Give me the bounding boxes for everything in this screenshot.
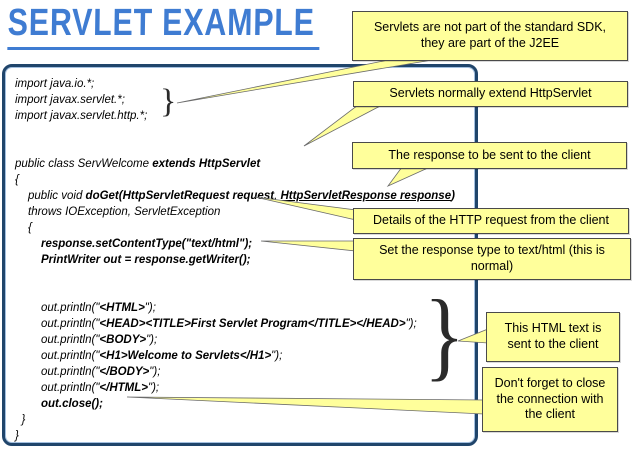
code-line: out.println("<HEAD><TITLE>First Servlet … — [15, 316, 471, 332]
callout-extend-httpservlet: Servlets normally extend HttpServlet — [353, 81, 628, 107]
code-line — [15, 124, 471, 140]
code-segment: </BODY> — [99, 366, 150, 378]
code-segment: <HTML> — [99, 302, 145, 314]
code-segment: "); — [271, 350, 283, 362]
code-segment: extends HttpServlet — [152, 158, 261, 170]
code-segment: } — [15, 430, 19, 442]
code-segment: "); — [146, 334, 158, 346]
code-segment: ) — [451, 190, 455, 202]
code-line: out.println("</BODY>"); — [15, 364, 471, 380]
code-segment: response.setContentType("text/html"); — [41, 238, 253, 250]
code-line: { — [15, 172, 471, 188]
code-line: } — [15, 412, 471, 428]
imports-group-brace: } — [160, 83, 177, 120]
code-line: import javax.servlet.*; — [15, 92, 471, 108]
code-segment: , — [274, 190, 281, 202]
code-line: throws IOException, ServletException — [15, 204, 471, 220]
code-line: out.println("<H1>Welcome to Servlets</H1… — [15, 348, 471, 364]
code-line: response.setContentType("text/html"); — [15, 236, 471, 252]
code-segment: } — [21, 414, 26, 426]
code-segment: throws IOException, ServletException — [28, 206, 221, 218]
code-segment: import javax.servlet.http.*; — [15, 110, 148, 122]
println-group-brace: } — [424, 279, 465, 390]
code-segment: out.println(" — [41, 334, 100, 346]
code-segment: out.println(" — [41, 350, 100, 362]
callout-html-sent-to-client: This HTML text is sent to the client — [486, 312, 620, 362]
callout-servlets-sdk: Servlets are not part of the standard SD… — [352, 11, 628, 61]
code-line: { — [15, 220, 471, 236]
page-title: SERVLET EXAMPLE — [7, 2, 320, 50]
callout-response-to-client: The response to be sent to the client — [352, 142, 627, 169]
code-segment: </HTML> — [99, 382, 148, 394]
code-segment: HttpServletResponse response — [280, 190, 452, 202]
code-line: out.println("<BODY>"); — [15, 332, 471, 348]
code-segment: PrintWriter out = response.getWriter(); — [41, 254, 251, 266]
code-segment: "); — [405, 318, 417, 330]
code-segment: out.println(" — [41, 382, 100, 394]
code-segment: out.println(" — [41, 318, 100, 330]
code-line — [15, 284, 471, 300]
callout-set-response-type: Set the response type to text/html (this… — [353, 238, 631, 280]
code-line: out.println("</HTML>"); — [15, 380, 471, 396]
code-segment: doGet(HttpServletRequest request — [85, 190, 275, 202]
code-line: import javax.servlet.http.*; — [15, 108, 471, 124]
code-segment: <BODY> — [99, 334, 147, 346]
code-segment: <HEAD><TITLE>First Servlet Program</TITL… — [99, 318, 406, 330]
code-line: out.close(); — [15, 396, 471, 412]
code-line: PrintWriter out = response.getWriter(); — [15, 252, 471, 268]
code-segment: import java.io.*; — [15, 78, 95, 90]
code-segment: out.close(); — [41, 398, 103, 410]
code-segment: out.println(" — [41, 366, 100, 378]
code-segment: public class ServWelcome — [15, 158, 153, 170]
callout-http-request-details: Details of the HTTP request from the cli… — [353, 208, 629, 234]
code-line: } — [15, 428, 471, 444]
code-segment: { — [15, 174, 19, 186]
callout-close-connection: Don't forget to close the connection wit… — [482, 367, 618, 432]
code-block: import java.io.*; import javax.servlet.*;… — [15, 76, 471, 444]
code-line: out.println("<HTML>"); — [15, 300, 471, 316]
code-segment: "); — [149, 366, 161, 378]
code-segment: public void — [28, 190, 86, 202]
code-segment: out.println(" — [41, 302, 100, 314]
code-line: import java.io.*; — [15, 76, 471, 92]
code-segment: "); — [147, 382, 160, 394]
code-segment: { — [28, 222, 32, 234]
code-segment: <H1>Welcome to Servlets</H1> — [99, 350, 272, 362]
code-line: public void doGet(HttpServletRequest req… — [15, 188, 471, 204]
code-line: public class ServWelcome extends HttpSer… — [15, 156, 471, 172]
code-segment: "); — [144, 302, 156, 314]
code-segment: import javax.servlet.*; — [15, 94, 125, 106]
